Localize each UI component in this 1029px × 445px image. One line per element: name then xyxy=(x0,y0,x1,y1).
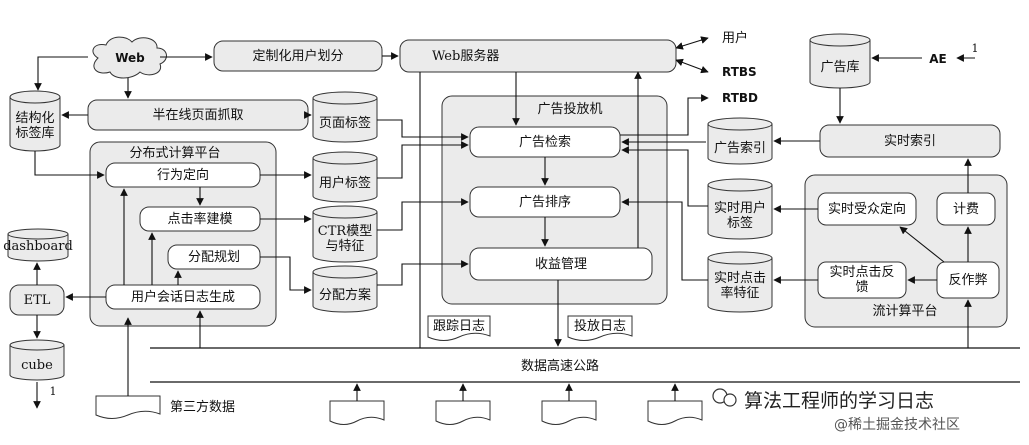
delivery-log-label: 投放日志 xyxy=(573,318,626,334)
log-source-doc-3 xyxy=(541,400,597,425)
user-output-label: 用户 xyxy=(722,30,749,46)
web-server-label: Web服务器 xyxy=(432,48,500,64)
watermark-subtitle: @稀土掘金技术社区 xyxy=(834,417,960,433)
ad-retrieval-label: 广告检索 xyxy=(518,134,571,150)
ad-index-cylinder xyxy=(707,117,773,165)
etl-label: ETL xyxy=(23,292,51,308)
user-session-log-label: 用户会话日志生成 xyxy=(130,289,235,305)
ae-label: AE xyxy=(929,52,947,66)
cube-label: cube xyxy=(21,357,53,373)
structured-tag-library-cylinder xyxy=(9,90,61,152)
billing-box xyxy=(936,192,996,226)
distributed-platform-group xyxy=(89,141,277,327)
behavior-targeting-label: 行为定向 xyxy=(156,167,209,183)
data-highway-label: 数据高速公路 xyxy=(520,358,599,374)
ctr-modeling-label: 点击率建模 xyxy=(167,211,233,227)
ad-index-label: 广告索引 xyxy=(713,140,766,156)
anti-fraud-label: 反作弊 xyxy=(948,272,988,288)
allocation-plan-label: 分配方案 xyxy=(318,287,371,303)
third-party-data-label: 第三方数据 xyxy=(170,399,236,415)
delivery-log-doc xyxy=(567,315,633,341)
user-tags-cylinder xyxy=(312,151,378,203)
tracking-log-label: 跟踪日志 xyxy=(432,318,485,334)
allocation-plan-cylinder xyxy=(312,265,378,313)
ctr-model-features-cylinder xyxy=(312,205,378,263)
page-tags-cylinder xyxy=(312,91,378,143)
stream-platform-label: 流计算平台 xyxy=(872,303,938,319)
wechat-icon xyxy=(712,388,737,407)
cube-cylinder xyxy=(9,339,65,381)
rtbs-label: RTBS xyxy=(722,65,757,79)
log-source-doc-4 xyxy=(647,400,703,425)
dashboard-cylinder xyxy=(7,228,69,262)
allocation-planning-label: 分配规划 xyxy=(187,249,240,265)
revenue-management-box xyxy=(469,247,653,281)
tracking-log-doc xyxy=(427,315,491,341)
ae-number: 1 xyxy=(971,41,979,55)
dashboard-label: dashboard xyxy=(3,238,73,254)
custom-user-partition-label: 定制化用户划分 xyxy=(252,48,344,64)
web-server-box xyxy=(399,39,677,73)
ad-library-label: 广告库 xyxy=(820,59,860,75)
ctr-model-features-label: CTR模型与特征 xyxy=(317,224,373,254)
ad-library-cylinder xyxy=(809,33,871,89)
semi-online-crawl-label: 半在线页面抓取 xyxy=(152,107,244,123)
revenue-management-label: 收益管理 xyxy=(534,256,587,272)
rtbd-label: RTBD xyxy=(722,91,758,105)
log-source-doc-2 xyxy=(435,400,491,425)
web-cloud-label: Web xyxy=(115,51,145,65)
distributed-platform-label: 分布式计算平台 xyxy=(129,145,221,161)
user-tags-label: 用户标签 xyxy=(318,175,371,191)
cube-number: 1 xyxy=(49,384,57,398)
billing-label: 计费 xyxy=(952,201,979,217)
realtime-click-feedback-label: 实时点击反馈 xyxy=(829,265,895,295)
ad-ranking-label: 广告排序 xyxy=(518,194,571,210)
watermark-title: 算法工程师的学习日志 xyxy=(744,390,935,412)
ad-engine-label: 广告投放机 xyxy=(537,101,603,117)
realtime-user-tags-cylinder xyxy=(707,178,773,240)
page-tags-label: 页面标签 xyxy=(318,115,371,131)
third-party-data-doc xyxy=(95,395,161,419)
realtime-index-label: 实时索引 xyxy=(883,133,936,149)
realtime-ctr-features-cylinder xyxy=(707,251,773,313)
realtime-user-tags-label: 实时用户标签 xyxy=(713,201,766,231)
realtime-ctr-features-label: 实时点击率特征 xyxy=(713,271,766,301)
structured-tag-library-label: 结构化标签库 xyxy=(15,111,55,141)
realtime-audience-targeting-label: 实时受众定向 xyxy=(827,201,906,217)
log-source-doc-1 xyxy=(329,400,385,425)
web-cloud-shape xyxy=(92,36,167,79)
